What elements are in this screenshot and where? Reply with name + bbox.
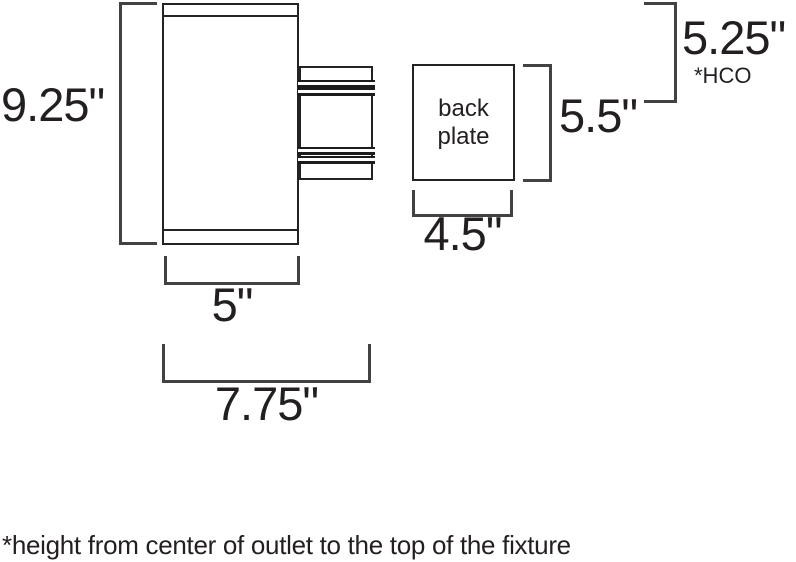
footnote: *height from center of outlet to the top… — [2, 530, 571, 560]
dim-label-overall-depth: 7.75" — [214, 377, 319, 430]
backplate-label: back plate — [437, 94, 490, 150]
dim-label-backplate-height: 5.5" — [559, 89, 638, 142]
dim-label-fixture-width: 5" — [211, 278, 254, 331]
mount-clamp-band — [298, 88, 375, 96]
backplate: back plate — [412, 64, 515, 181]
dim-bracket-fixture-width — [164, 256, 300, 285]
dim-label-fixture-height: 9.25" — [1, 78, 105, 131]
mount-clamp-band — [298, 147, 375, 155]
mount-clamp-band — [298, 80, 375, 88]
dim-label-hco-height: 5.25" — [682, 11, 786, 64]
dim-bracket-backplate-height — [523, 64, 552, 182]
dim-label-backplate-width: 4.5" — [423, 207, 502, 260]
dim-bracket-overall-depth — [162, 344, 371, 383]
dim-bracket-backplate-width — [412, 190, 513, 217]
hco-tag: *HCO — [694, 63, 752, 88]
fixture-bottom-cap-line — [163, 229, 298, 231]
fixture-top-cap-line — [163, 15, 298, 17]
mount-clamp-band — [298, 156, 375, 164]
fixture-body — [162, 3, 299, 245]
dim-bracket-fixture-height — [119, 2, 157, 245]
dim-bracket-hco-height — [644, 2, 677, 103]
